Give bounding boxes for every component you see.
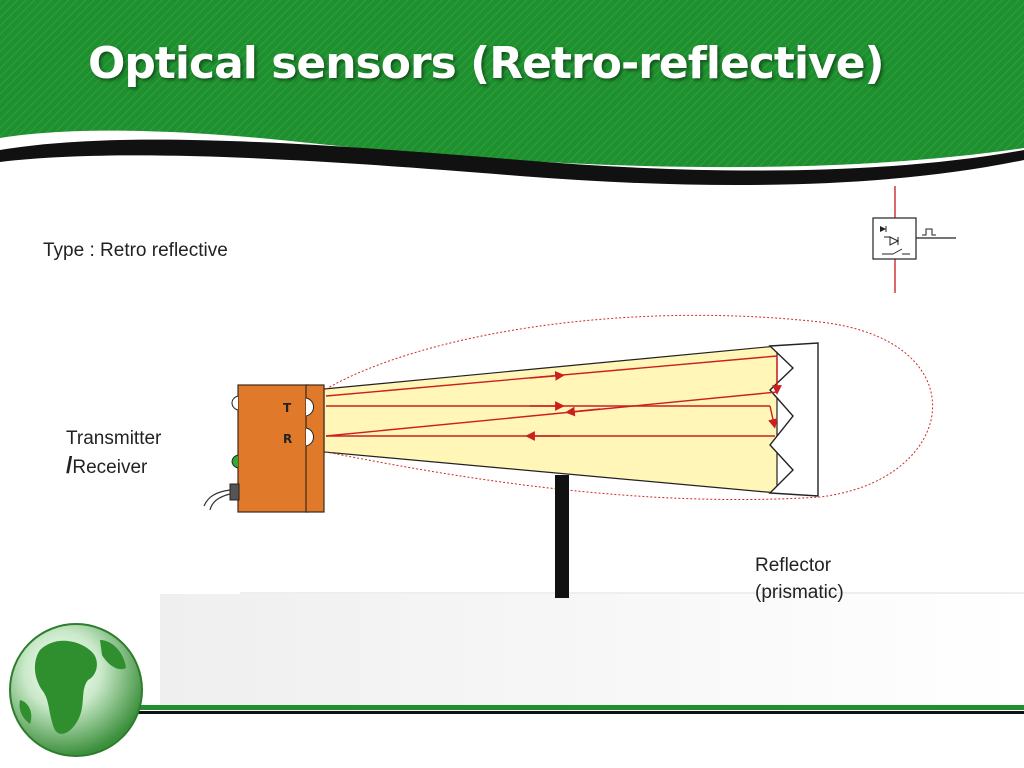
reflector-label-line1: Reflector [755, 555, 832, 576]
sensor-label: Transmitter /Receiver [66, 425, 161, 481]
header-band [0, 0, 1024, 186]
sensor-label-line1: Transmitter [66, 428, 162, 449]
transmitter-receiver-sensor: T R [203, 384, 325, 513]
sensor-label-line2: Receiver [72, 457, 148, 478]
sensor-t-mark: T [283, 401, 292, 415]
symbol-photoelectric-sensor-icon [872, 186, 956, 293]
support-post [555, 475, 569, 598]
sensor-label-slash: / [66, 452, 73, 478]
reflector-label: Reflector (prismatic) [755, 552, 844, 606]
slide-title: Optical sensors (Retro-reflective) [88, 38, 885, 89]
detection-envelope [325, 314, 933, 501]
beam-cone [323, 345, 778, 494]
globe-icon [9, 623, 143, 757]
light-rays [325, 355, 782, 441]
reflector-label-line2: (prismatic) [755, 582, 844, 603]
sensor-r-mark: R [283, 432, 292, 446]
footer-decoration [108, 592, 1024, 714]
type-label: Type : Retro reflective [43, 240, 228, 261]
prismatic-reflector [768, 342, 819, 497]
